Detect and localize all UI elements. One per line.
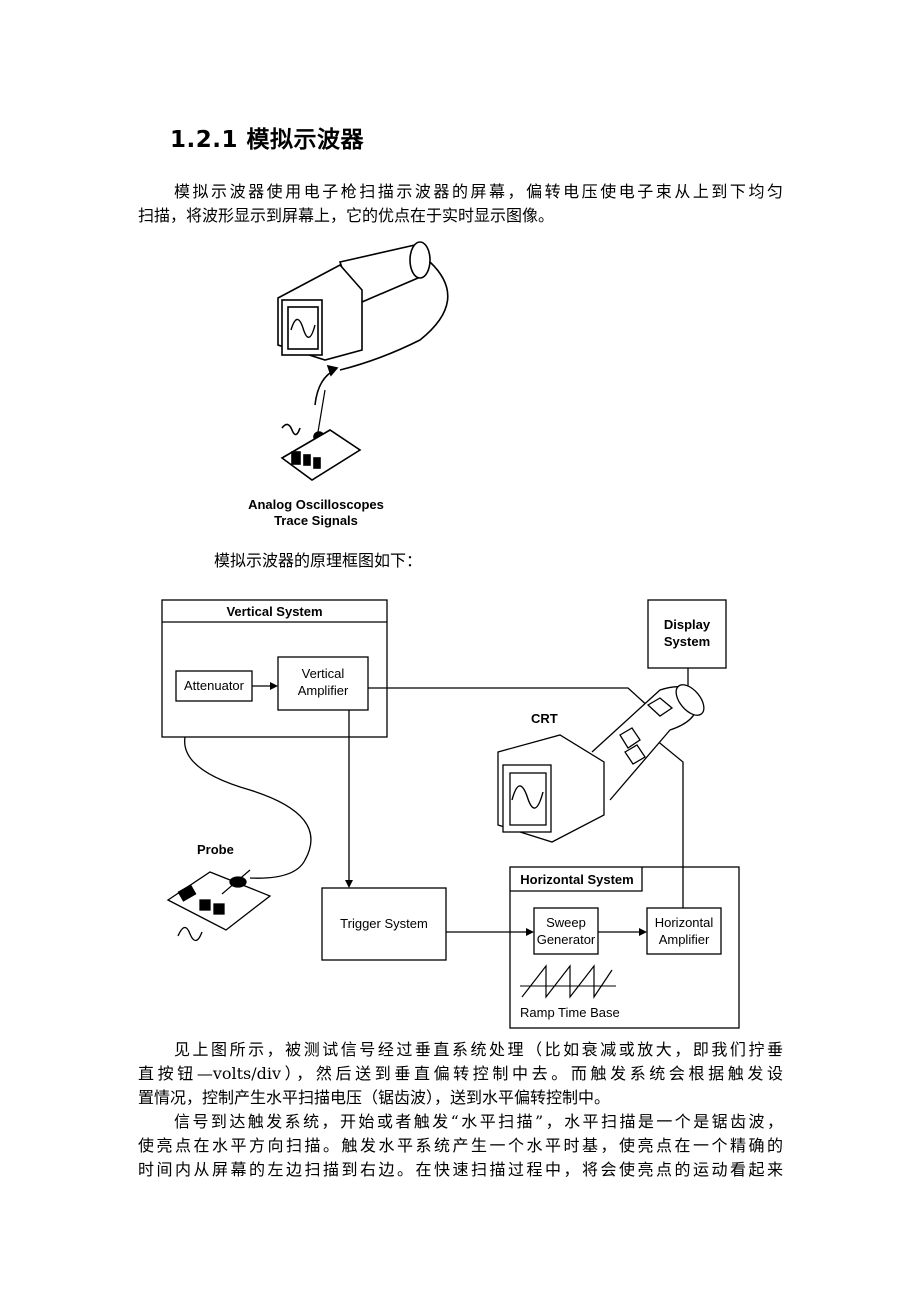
block-diagram-intro: 模拟示波器的原理框图如下：: [214, 551, 423, 570]
figure1-caption-line2: Trace Signals: [274, 513, 358, 528]
trigger-system-label: Trigger System: [340, 916, 428, 931]
para3-line-1: 信号到达触发系统，开始或者触发“水平扫描”，水平扫描是一个是锯齿波，: [174, 1112, 783, 1131]
para2-line-2: 直按钮—volts/div），然后送到垂直偏转控制中去。而触发系统会根据触发设: [138, 1064, 783, 1083]
ramp-time-base-label: Ramp Time Base: [520, 1005, 620, 1020]
intro-line-2: 扫描，将波形显示到屏幕上，它的优点在于实时显示图像。: [138, 206, 555, 225]
horizontal-amplifier-label-line2: Amplifier: [658, 932, 710, 947]
horizontal-amplifier-box: [646, 907, 722, 955]
probe-label: Probe: [197, 842, 234, 857]
horizontal-amplifier-label-line1: Horizontal: [654, 915, 714, 930]
vertical-amplifier-label-line1: Vertical: [301, 666, 345, 681]
paragraph-3: 信号到达触发系统，开始或者触发“水平扫描”，水平扫描是一个是锯齿波， 使亮点在水…: [138, 1110, 783, 1182]
horizontal-system-label: Horizontal System: [520, 872, 634, 887]
vertical-system-label: Vertical System: [226, 604, 323, 619]
intro-paragraph: 模拟示波器使用电子枪扫描示波器的屏幕，偏转电压使电子束从上到下均匀 扫描，将波形…: [138, 180, 783, 228]
trigger-system-box: [321, 887, 447, 961]
para2-line-3: 置情况，控制产生水平扫描电压（锯齿波），送到水平偏转控制中。: [138, 1088, 611, 1107]
crt-label: CRT: [531, 711, 558, 726]
intro-line-1: 模拟示波器使用电子枪扫描示波器的屏幕，偏转电压使电子束从上到下均匀: [174, 182, 783, 201]
display-system-label: Display System: [648, 616, 726, 650]
vertical-amplifier-label: Vertical Amplifier: [278, 665, 368, 699]
attenuator-label: Attenuator: [184, 678, 244, 693]
oscilloscope-illustration: [277, 241, 449, 481]
para3-line-2: 使亮点在水平方向扫描。触发水平系统产生一个水平时基，使亮点在一个精确的: [138, 1136, 783, 1155]
sweep-generator-label-line1: Sweep: [546, 915, 586, 930]
vertical-amplifier-box: [277, 656, 369, 711]
display-system-box: [647, 599, 727, 669]
display-system-label-line2: System: [663, 634, 711, 649]
para3-line-3: 时间内从屏幕的左边扫描到右边。在快速扫描过程中，将会使亮点的运动看起来: [138, 1160, 783, 1179]
figure1-caption: Analog Oscilloscopes Trace Signals: [236, 497, 396, 529]
display-system-label-line1: Display: [663, 617, 711, 632]
horizontal-amplifier-label: Horizontal Amplifier: [644, 914, 724, 948]
vertical-amplifier-label-line2: Amplifier: [297, 683, 349, 698]
horizontal-system-box: [509, 866, 740, 1029]
sweep-generator-label-line2: Generator: [536, 932, 596, 947]
para2-line-1: 见上图所示，被测试信号经过垂直系统处理（比如衰减或放大，即我们拧垂: [174, 1040, 783, 1059]
sweep-generator-label: Sweep Generator: [534, 914, 598, 948]
sweep-generator-box: [533, 907, 599, 955]
section-heading: 1.2.1 模拟示波器: [170, 127, 364, 153]
paragraph-2: 见上图所示，被测试信号经过垂直系统处理（比如衰减或放大，即我们拧垂 直按钮—vo…: [138, 1038, 783, 1110]
vertical-system-box: [161, 599, 388, 738]
figure1-caption-line1: Analog Oscilloscopes: [248, 497, 384, 512]
